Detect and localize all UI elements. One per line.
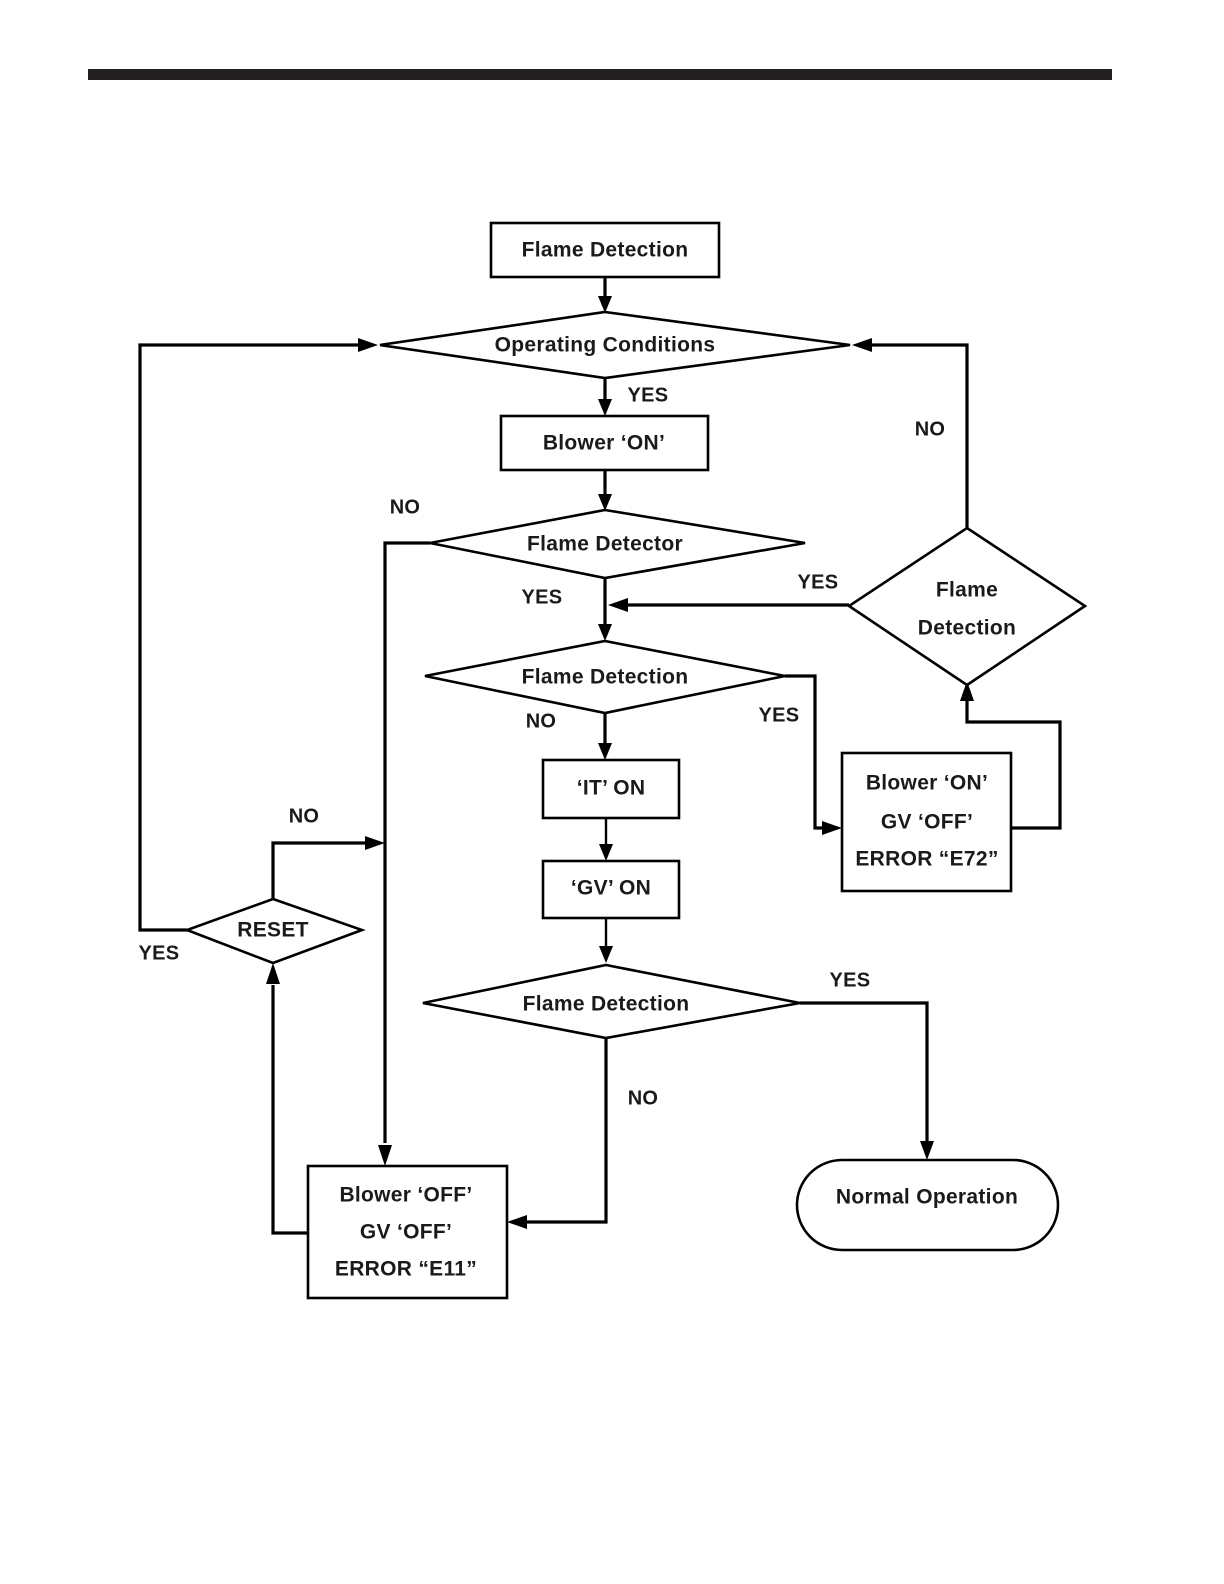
edge-label-bottom-flame-detection-yes: YES — [830, 969, 871, 991]
edge-label-operating-conditions-no: NO — [915, 418, 946, 440]
edge-label-mid-flame-detection-no: NO — [526, 710, 557, 732]
node-blower-on[interactable]: Blower ‘ON’ — [499, 414, 710, 472]
node-flame-detector[interactable]: Flame Detector — [429, 508, 806, 580]
edge-right-flame-detection-no — [852, 338, 969, 528]
edge-e11-to-reset — [266, 963, 308, 1235]
node-operating-conditions-label: Operating Conditions — [495, 334, 716, 357]
edge-flame-detector-yes — [598, 578, 612, 641]
node-error-e72-label-line1: Blower ‘ON’ — [866, 772, 988, 795]
edge-reset-no — [271, 836, 385, 899]
edge-e72-to-right-flame-detection — [960, 681, 1062, 830]
edge-label-flame-detector-no: NO — [390, 496, 421, 518]
edge-bottom-flame-detection-yes — [800, 1001, 934, 1160]
node-it-on-label: ‘IT’ ON — [577, 777, 646, 800]
edge-reset-yes — [138, 338, 378, 932]
node-start[interactable]: Flame Detection — [489, 221, 721, 279]
node-normal-operation[interactable]: Normal Operation — [795, 1158, 1060, 1252]
node-it-on[interactable]: ‘IT’ ON — [541, 758, 681, 820]
node-error-e72[interactable]: Blower ‘ON’ GV ‘OFF’ ERROR “E72” — [840, 751, 1013, 893]
edge-label-reset-no: NO — [289, 805, 320, 827]
node-flame-detector-label: Flame Detector — [527, 533, 683, 556]
node-error-e11-label-line3: ERROR “E11” — [335, 1258, 477, 1281]
node-flame-detection-bottom[interactable]: Flame Detection — [422, 963, 801, 1040]
node-blower-on-label: Blower ‘ON’ — [543, 432, 665, 455]
node-flame-detection-mid-label: Flame Detection — [522, 666, 689, 689]
node-error-e11-label-line1: Blower ‘OFF’ — [339, 1184, 472, 1207]
edge-label-mid-flame-detection-yes: YES — [759, 704, 800, 726]
node-flame-detection-mid[interactable]: Flame Detection — [424, 639, 786, 715]
edge-start-to-operating-conditions — [598, 277, 612, 313]
edge-blower-on-to-flame-detector — [598, 470, 612, 511]
node-error-e72-label-line3: ERROR “E72” — [855, 848, 998, 871]
edge-right-flame-detection-yes — [608, 598, 849, 612]
edge-label-bottom-flame-detection-no: NO — [628, 1087, 659, 1109]
header-rule — [88, 69, 1112, 80]
node-normal-operation-label: Normal Operation — [836, 1186, 1018, 1209]
node-reset[interactable]: RESET — [183, 897, 366, 965]
edge-bottom-flame-detection-no — [507, 1038, 608, 1229]
node-operating-conditions[interactable]: Operating Conditions — [379, 310, 851, 380]
edge-it-on-to-gv-on — [599, 818, 613, 861]
node-flame-detection-right-label-line1: Flame — [936, 579, 998, 602]
edge-label-flame-detector-yes: YES — [522, 586, 563, 608]
node-gv-on-label: ‘GV’ ON — [571, 877, 651, 900]
node-error-e11[interactable]: Blower ‘OFF’ GV ‘OFF’ ERROR “E11” — [306, 1164, 509, 1300]
edge-mid-flame-detection-yes — [785, 674, 842, 835]
node-error-e11-label-line2: GV ‘OFF’ — [360, 1221, 452, 1244]
node-start-label: Flame Detection — [522, 239, 689, 262]
edge-mid-flame-detection-no — [598, 713, 612, 760]
edge-flame-detector-no — [378, 541, 430, 1166]
edge-label-operating-conditions-yes: YES — [628, 384, 669, 406]
node-error-e72-label-line2: GV ‘OFF’ — [881, 811, 973, 834]
node-flame-detection-bottom-label: Flame Detection — [523, 993, 690, 1016]
node-reset-label: RESET — [237, 919, 309, 942]
edge-gv-on-to-bottom-flame-detection — [599, 918, 613, 963]
node-flame-detection-right[interactable]: Flame Detection — [846, 526, 1088, 687]
edge-label-right-flame-detection-yes: YES — [798, 571, 839, 593]
edge-operating-conditions-yes — [598, 378, 612, 416]
node-flame-detection-right-label-line2: Detection — [918, 617, 1016, 640]
node-gv-on[interactable]: ‘GV’ ON — [541, 859, 681, 920]
edge-label-reset-yes: YES — [139, 942, 180, 964]
